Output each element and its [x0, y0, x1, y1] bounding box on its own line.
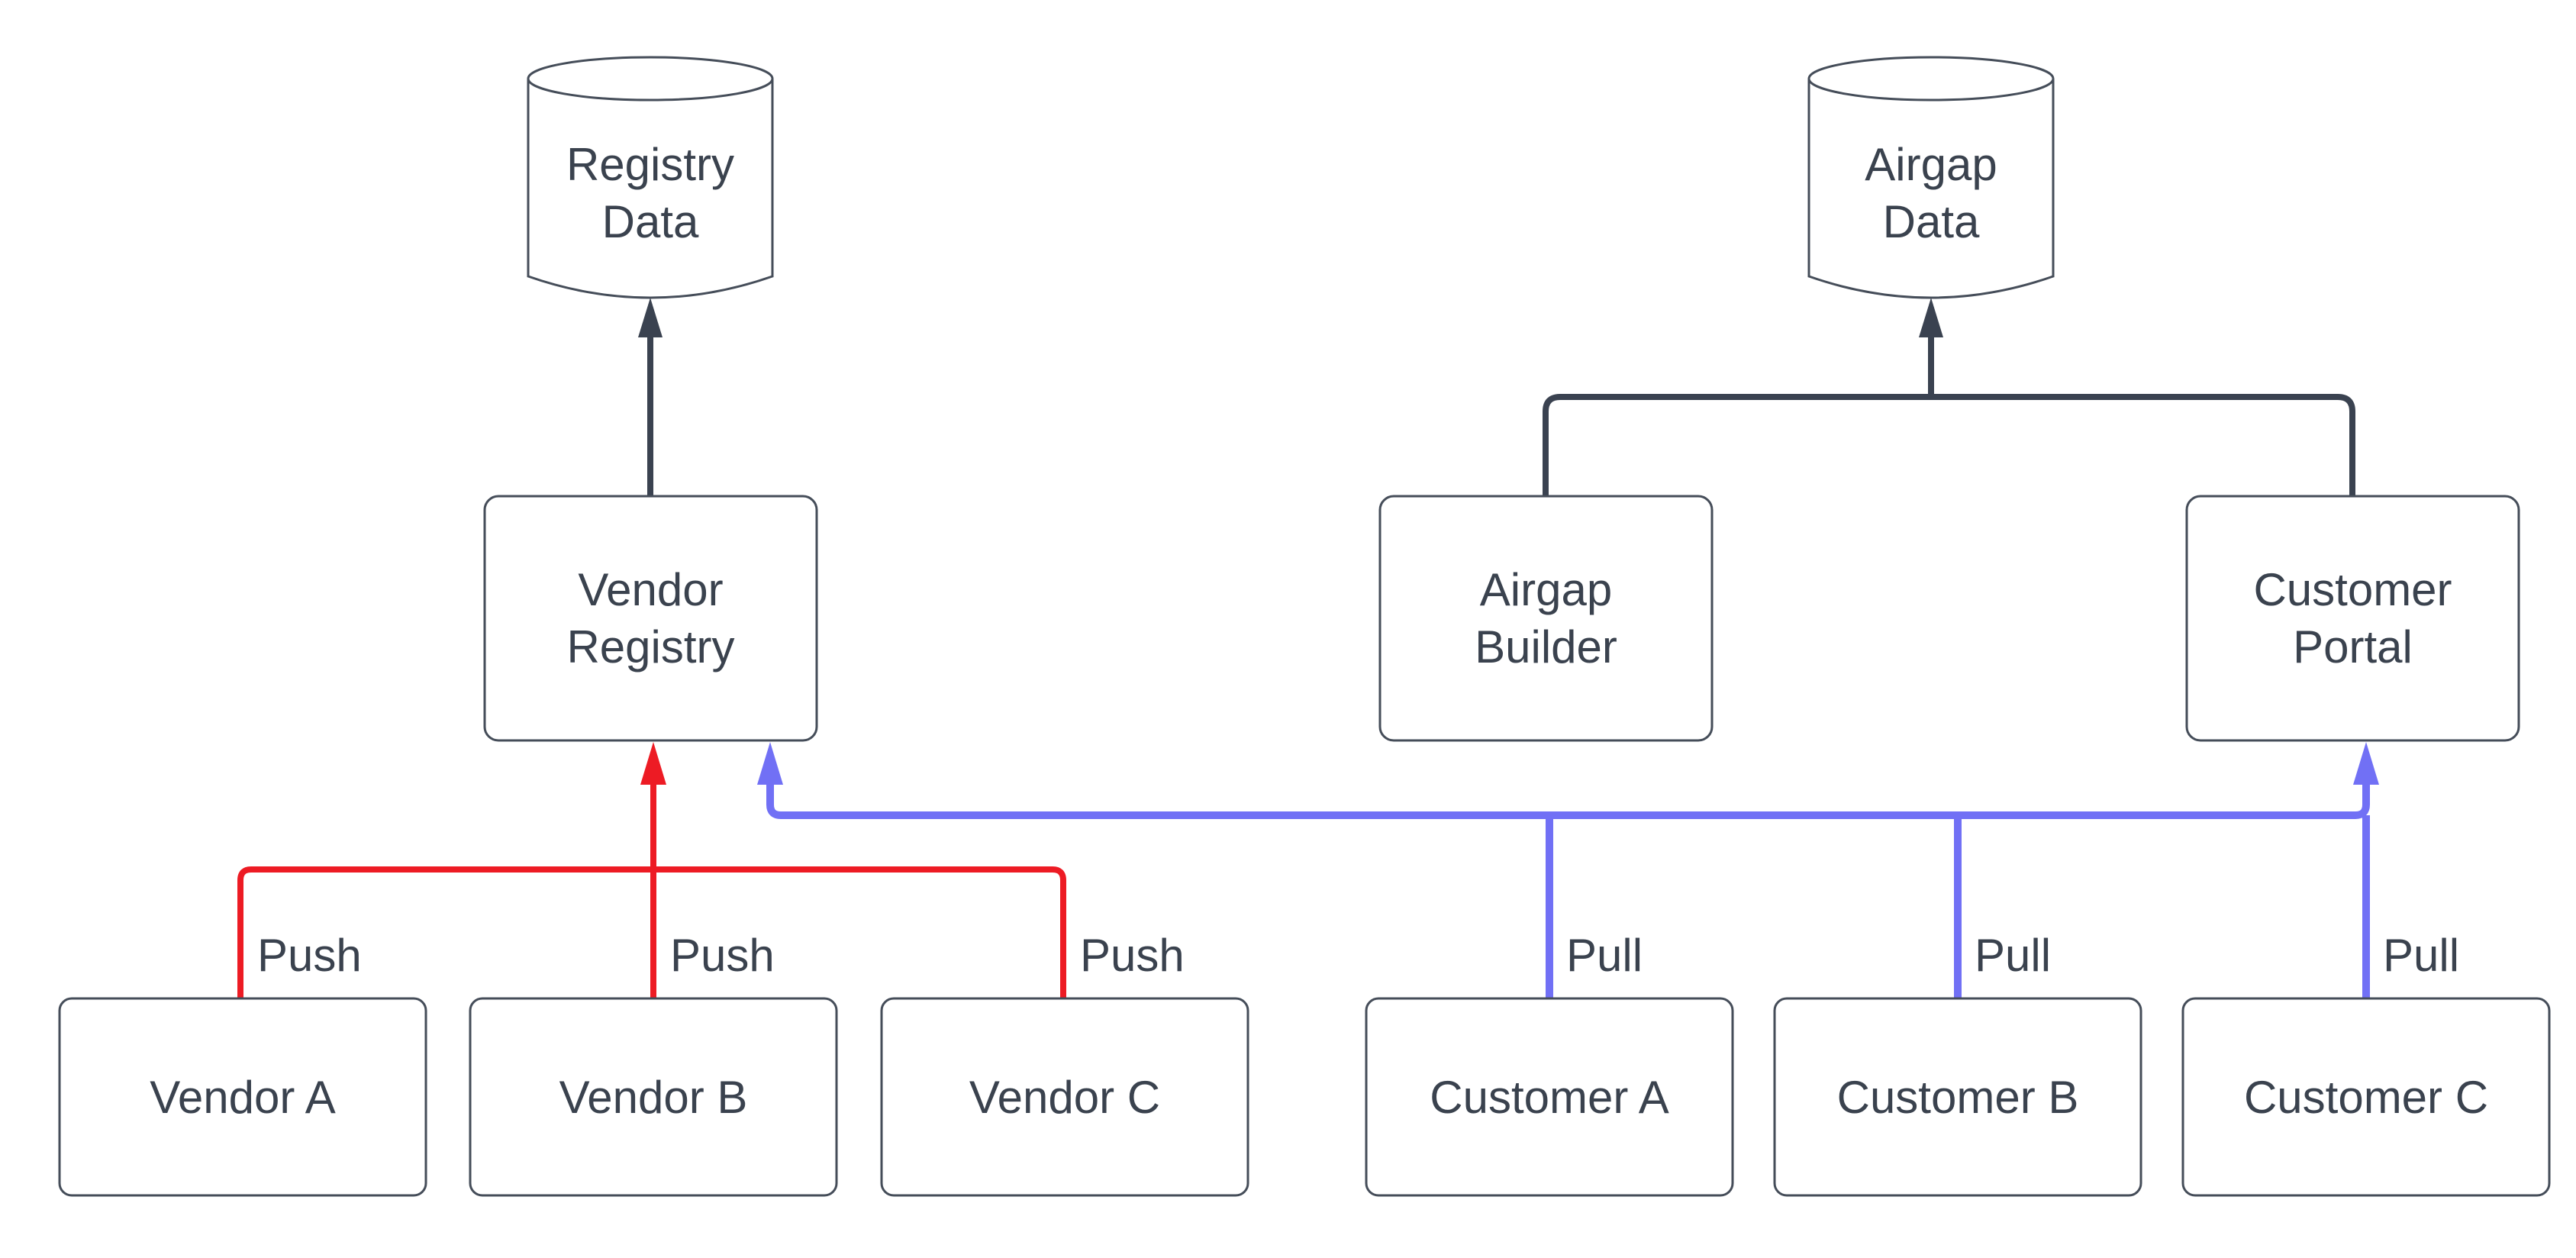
label-line: Portal: [2293, 621, 2413, 673]
node-customer-portal-box: [2185, 495, 2520, 742]
customer-a-label: Customer A: [1366, 998, 1733, 1195]
arrowhead-pull-vendor-registry: [757, 742, 783, 785]
node-registry-data-cylinder: [527, 56, 774, 299]
push-label-vendor-b: Push: [670, 930, 775, 981]
label-line: Registry: [566, 621, 735, 673]
arrowhead-push-vendor-registry: [640, 742, 666, 785]
label-line: Registry: [566, 139, 735, 190]
pull-label-customer-a: Pull: [1566, 930, 1643, 981]
vendor-b-label: Vendor B: [470, 998, 837, 1195]
customer-portal-label: Customer Portal: [2187, 496, 2519, 740]
customer-c-label: Customer C: [2183, 998, 2549, 1195]
label-line: Customer C: [2243, 1071, 2489, 1123]
registry-data-label: Registry Data: [528, 136, 772, 250]
label-line: Customer A: [1430, 1071, 1669, 1123]
label-line: Airgap: [1479, 564, 1613, 615]
node-airgap-data-cylinder: [1807, 56, 2055, 299]
label-line: Vendor C: [969, 1071, 1161, 1123]
node-airgap-builder-box: [1378, 495, 1714, 742]
label-line: Vendor: [578, 564, 724, 615]
node-vendor-b-box: [469, 997, 838, 1197]
airgap-builder-label: Airgap Builder: [1380, 496, 1712, 740]
vendor-c-label: Vendor C: [882, 998, 1248, 1195]
edge-builder-portal-trunk: [1543, 394, 2355, 496]
pull-label-customer-b: Pull: [1975, 930, 2052, 981]
customer-b-label: Customer B: [1775, 998, 2141, 1195]
arrowhead-pull-customer-portal: [2353, 742, 2379, 785]
label-line: Vendor A: [150, 1071, 336, 1123]
push-label-vendor-c: Push: [1080, 930, 1185, 981]
label-line: Data: [1882, 196, 1980, 247]
edge-pull-trunk: [766, 782, 2370, 819]
node-vendor-c-box: [880, 997, 1249, 1197]
label-line: Customer B: [1836, 1071, 2079, 1123]
node-customer-c-box: [2181, 997, 2551, 1197]
cylinder-body: [1807, 79, 2055, 299]
cylinder-top: [527, 56, 774, 102]
vendor-a-label: Vendor A: [60, 998, 426, 1195]
label-line: Data: [601, 196, 699, 247]
airgap-data-label: Airgap Data: [1809, 136, 2053, 250]
push-label-vendor-a: Push: [257, 930, 362, 981]
arrowhead-airgap-data: [1919, 298, 1943, 337]
node-customer-a-box: [1365, 997, 1734, 1197]
label-line: Airgap: [1865, 139, 1997, 190]
node-vendor-a-box: [58, 997, 427, 1197]
pull-label-customer-c: Pull: [2383, 930, 2460, 981]
cylinder-body: [527, 79, 774, 299]
label-line: Vendor B: [559, 1071, 748, 1123]
label-line: Customer: [2253, 564, 2452, 615]
label-line: Builder: [1475, 621, 1617, 673]
arrowhead-registry-data: [638, 298, 663, 337]
vendor-registry-label: Vendor Registry: [485, 496, 817, 740]
node-customer-b-box: [1773, 997, 2142, 1197]
node-vendor-registry-box: [483, 495, 818, 742]
cylinder-top: [1807, 56, 2055, 102]
